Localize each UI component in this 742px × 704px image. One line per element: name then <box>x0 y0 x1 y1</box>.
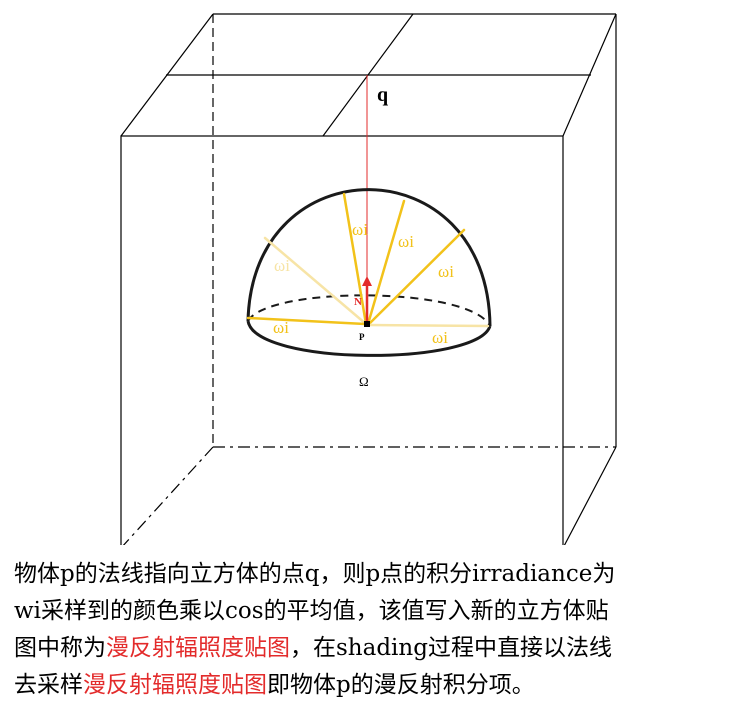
point-p-marker <box>364 321 370 327</box>
caption-line-3: 图中称为漫反射辐照度贴图，在shading过程中直接以法线 <box>14 630 738 667</box>
incoming-rays <box>246 192 490 328</box>
caption-line-2: wi采样到的颜色乘以cos的平均值，该值写入新的立方体贴 <box>14 598 609 624</box>
hemisphere-outline <box>246 188 492 327</box>
label-omega-i-4: ωi <box>274 256 290 275</box>
ray-up-left <box>342 192 368 326</box>
caption-line-4-c: 即物体p的漫反射积分项。 <box>267 672 535 698</box>
caption-highlight-term-2: 漫反射辐照度贴图 <box>83 672 267 698</box>
caption-line-3-a: 图中称为 <box>14 635 106 661</box>
label-p: P <box>359 332 365 342</box>
normal-arrow <box>362 276 372 322</box>
caption-highlight-term-1: 漫反射辐照度贴图 <box>106 635 290 661</box>
ray-far-left <box>263 236 368 326</box>
hemisphere-base-front <box>246 320 492 357</box>
caption-line-4-a: 去采样 <box>14 672 83 698</box>
label-omega-i-3: ωi <box>438 262 454 281</box>
label-n: N <box>354 296 362 308</box>
label-omega-i-6: ωi <box>432 328 448 347</box>
label-q: q <box>377 84 388 106</box>
label-omega-hemisphere: Ω <box>359 374 369 389</box>
caption-line-1: 物体p的法线指向立方体的点q，则p点的积分irradiance为 <box>14 561 616 587</box>
ray-up-right <box>366 199 406 326</box>
label-omega-i-5: ωi <box>273 318 289 337</box>
cube-front-face <box>120 135 564 545</box>
label-omega-i-2: ωi <box>398 232 414 251</box>
ray-right-horizontal <box>368 323 490 328</box>
hemisphere-base-back <box>247 294 491 327</box>
cube-top-grid <box>166 13 591 137</box>
caption-line-3-c: ，在shading过程中直接以法线 <box>290 635 612 661</box>
cube-hemisphere-diagram: q N P Ω ωi ωi ωi ωi ωi ωi <box>120 13 617 545</box>
caption: 物体p的法线指向立方体的点q，则p点的积分irradiance为 wi采样到的颜… <box>14 556 738 704</box>
ray-left-horizontal <box>246 316 367 326</box>
caption-line-4: 去采样漫反射辐照度贴图即物体p的漫反射积分项。 <box>14 667 738 704</box>
cube-back-face <box>212 13 617 448</box>
label-omega-i-1: ωi <box>352 220 368 239</box>
ray-right <box>367 228 466 326</box>
